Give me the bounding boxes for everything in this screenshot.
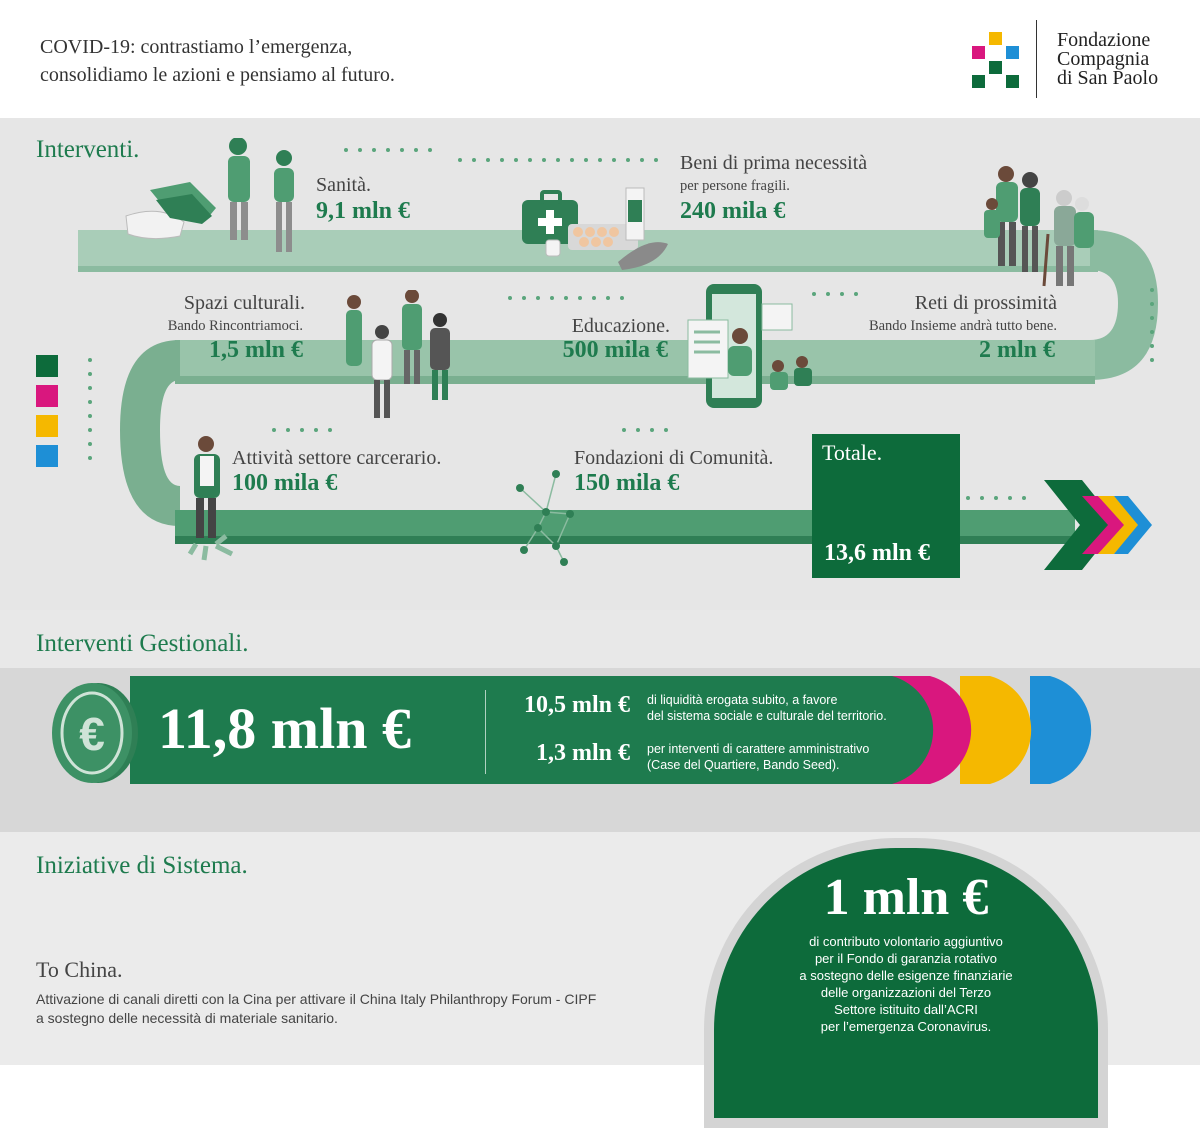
- logo-mark-icon: [972, 32, 1019, 88]
- sistema-title: Iniziative di Sistema.: [36, 852, 248, 879]
- logo-text-line2: Compagnia: [1057, 48, 1150, 70]
- cultural-spaces-illustration-icon: [346, 290, 450, 418]
- euro-coin-icon: €: [52, 683, 138, 783]
- item-educazione-value: 500 mila €: [562, 337, 668, 363]
- acri-circle-description: di contributo volontario aggiuntivo per …: [744, 933, 1068, 1035]
- item-fondazioni-label: Fondazioni di Comunità.: [574, 447, 774, 469]
- gestionali-row2-value: 1,3 mln €: [535, 740, 630, 766]
- gestionali-pill-bar: [130, 676, 1092, 784]
- item-reti-sub: Bando Insieme andrà tutto bene.: [868, 318, 1057, 334]
- families-illustration-icon: [984, 166, 1094, 287]
- acri-circle-line5: Settore istituito dall’ACRI: [834, 1002, 978, 1017]
- item-beni-sub: per persone fragili.: [680, 178, 790, 194]
- gestionali-row2-desc-line1: per interventi di carattere amministrati…: [647, 742, 870, 756]
- acri-circle-line1: di contributo volontario aggiuntivo: [809, 934, 1003, 949]
- item-carcerario-value: 100 mila €: [232, 470, 338, 496]
- acri-circle-line3: a sostegno delle esigenze finanziarie: [799, 968, 1013, 983]
- timeline-path: [78, 148, 1158, 570]
- item-spazi-value: 1,5 mln €: [208, 337, 303, 363]
- item-educazione-label: Educazione.: [571, 315, 670, 337]
- gestionali-title: Interventi Gestionali.: [36, 630, 249, 657]
- gestionali-row1-desc: di liquidità erogata subito, a favore de…: [647, 692, 887, 724]
- total-label: Totale.: [822, 440, 883, 465]
- interventi-title: Interventi.: [36, 136, 140, 163]
- china-description-line2: a sostegno delle necessità di materiale …: [36, 1010, 338, 1026]
- logo-text: Fondazione Compagnia di San Paolo: [1057, 29, 1159, 89]
- total-value: 13,6 mln €: [824, 540, 931, 566]
- education-tablet-illustration-icon: [687, 284, 812, 408]
- svg-text:€: €: [79, 708, 105, 760]
- logo-text-line3: di San Paolo: [1057, 67, 1159, 89]
- acri-circle-value: 1 mln €: [823, 869, 989, 926]
- header: [0, 0, 1200, 118]
- gestionali-divider: [485, 690, 486, 774]
- color-legend-squares-icon: [36, 355, 58, 467]
- gestionali-row1-desc-line2: del sistema sociale e culturale del terr…: [647, 709, 887, 723]
- acri-circle-line2: per il Fondo di garanzia rotativo: [814, 951, 998, 966]
- item-reti-label: Reti di prossimità: [914, 292, 1057, 314]
- acri-circle-line4: delle organizzazioni del Terzo: [820, 985, 992, 1000]
- item-sanita-label: Sanità.: [316, 174, 371, 196]
- item-reti-value: 2 mln €: [978, 337, 1055, 363]
- gestionali-row2-desc-line2: (Case del Quartiere, Bando Seed).: [647, 758, 840, 772]
- item-sanita-value: 9,1 mln €: [316, 198, 411, 224]
- total-box: [812, 434, 960, 578]
- header-title-line2: consolidiamo le azioni e pensiamo al fut…: [40, 64, 395, 86]
- prison-activity-illustration-icon: [187, 436, 234, 561]
- item-carcerario-label: Attività settore carcerario.: [232, 447, 442, 469]
- gestionali-title-band: [0, 610, 1200, 668]
- acri-circle-line6: per l’emergenza Coronavirus.: [820, 1019, 992, 1034]
- item-fondazioni-value: 150 mila €: [574, 470, 680, 496]
- china-description-line1: Attivazione di canali diretti con la Cin…: [36, 991, 597, 1007]
- item-beni-label: Beni di prima necessità: [680, 152, 868, 174]
- basic-necessities-illustration-icon: [522, 187, 668, 270]
- healthcare-workers-illustration-icon: [125, 138, 294, 252]
- community-network-illustration-icon: [516, 470, 574, 566]
- gestionali-row1-value: 10,5 mln €: [523, 692, 630, 718]
- china-description: Attivazione di canali diretti con la Cin…: [36, 990, 656, 1028]
- item-beni-value: 240 mila €: [680, 198, 786, 224]
- logo-text-line1: Fondazione: [1057, 29, 1151, 51]
- item-spazi-label: Spazi culturali.: [183, 292, 305, 314]
- gestionali-row2-desc: per interventi di carattere amministrati…: [647, 741, 869, 773]
- header-title-line1: COVID-19: contrastiamo l’emergenza,: [40, 36, 353, 58]
- gestionali-row1-desc-line1: di liquidità erogata subito, a favore: [647, 693, 838, 707]
- gestionali-total-value: 11,8 mln €: [158, 696, 411, 761]
- china-title: To China.: [36, 957, 123, 982]
- logo-divider: [1036, 20, 1037, 98]
- item-spazi-sub: Bando Rincontriamoci.: [167, 318, 303, 334]
